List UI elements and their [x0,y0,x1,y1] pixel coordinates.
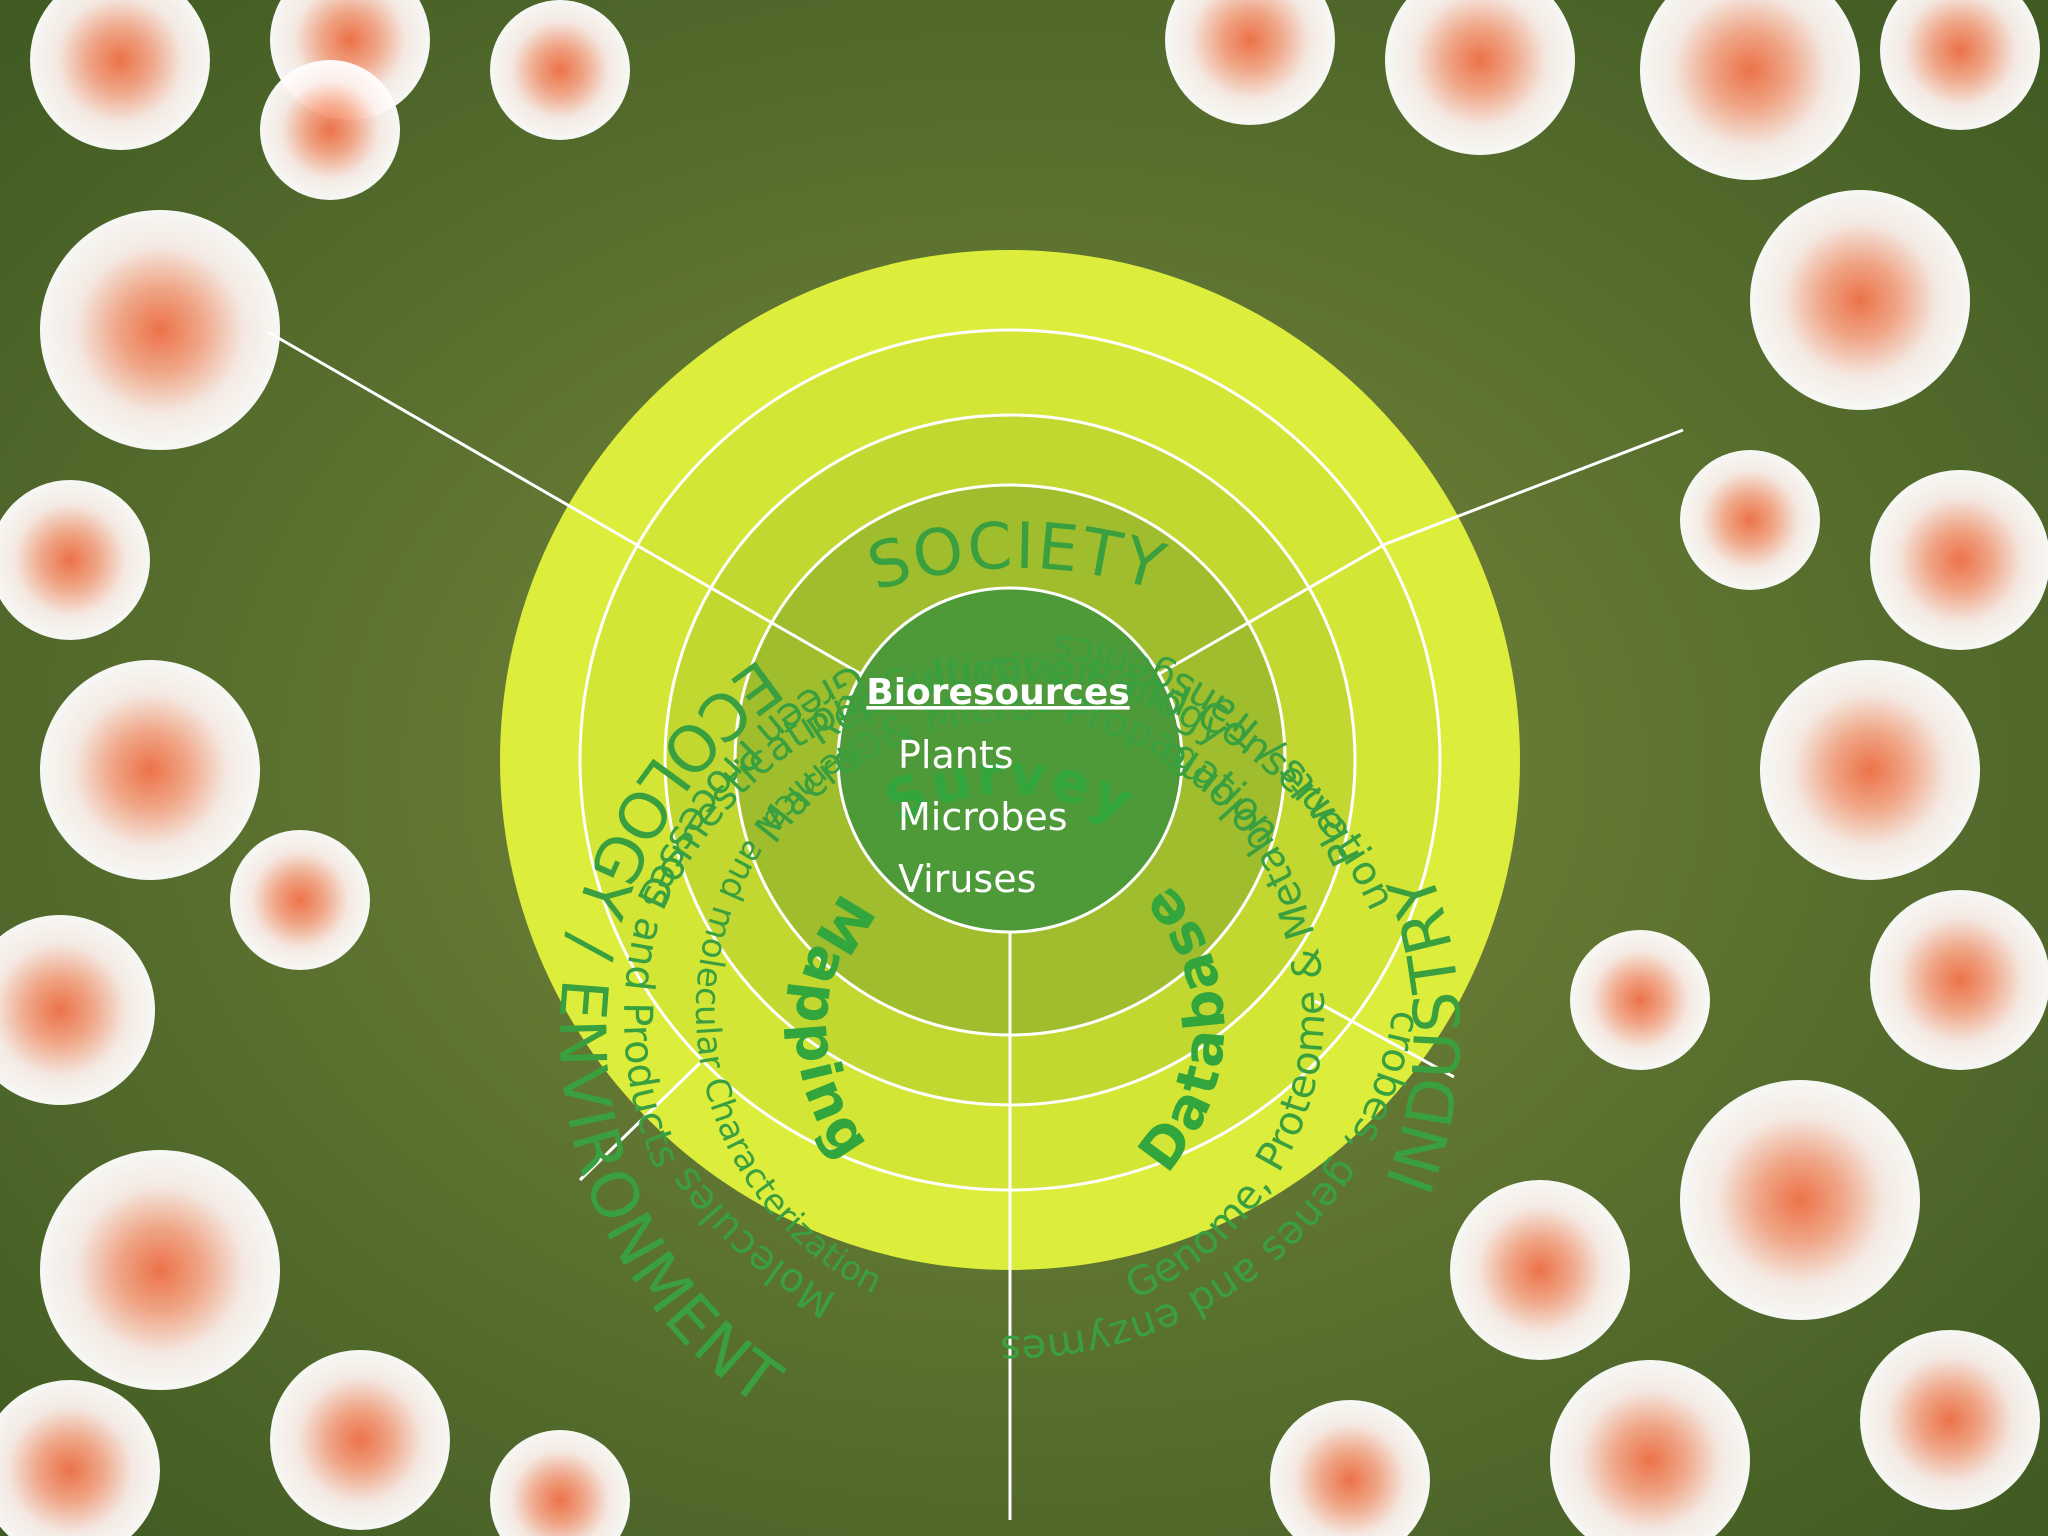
blossom [270,1350,450,1530]
blossom [0,915,155,1105]
blossom [1680,1080,1920,1320]
blossom [260,60,400,200]
blossom [490,0,630,140]
blossom [0,1380,160,1536]
core-dividers [637,544,1383,1190]
blossom [490,1430,630,1536]
blossom [1750,190,1970,410]
blossom [1680,450,1820,590]
blossom [1570,930,1710,1070]
blossom [0,480,150,640]
blossom [30,0,210,150]
blossom [40,660,260,880]
blossom [40,1150,280,1390]
blossom [1450,1180,1630,1360]
blossom [1270,1400,1430,1536]
blossom [1880,0,2040,130]
blossom [1870,470,2048,650]
center-item-viruses: Viruses [898,857,1036,901]
blossom [1860,1330,2040,1510]
blossom [1385,0,1575,155]
blossom [230,830,370,970]
blossom [1550,1360,1750,1536]
blossom [1640,0,1860,180]
bioresource-wheel [267,250,1684,1520]
ring2-dividers [578,999,1455,1182]
center-item-microbes: Microbes [898,795,1068,839]
blossom [40,210,280,450]
blossom [1870,890,2048,1070]
blossom [1760,660,1980,880]
outer-dividers [267,330,1684,1520]
blossom [1165,0,1335,125]
center-item-plants: Plants [898,733,1014,777]
center-title: Bioresources [866,672,1129,713]
